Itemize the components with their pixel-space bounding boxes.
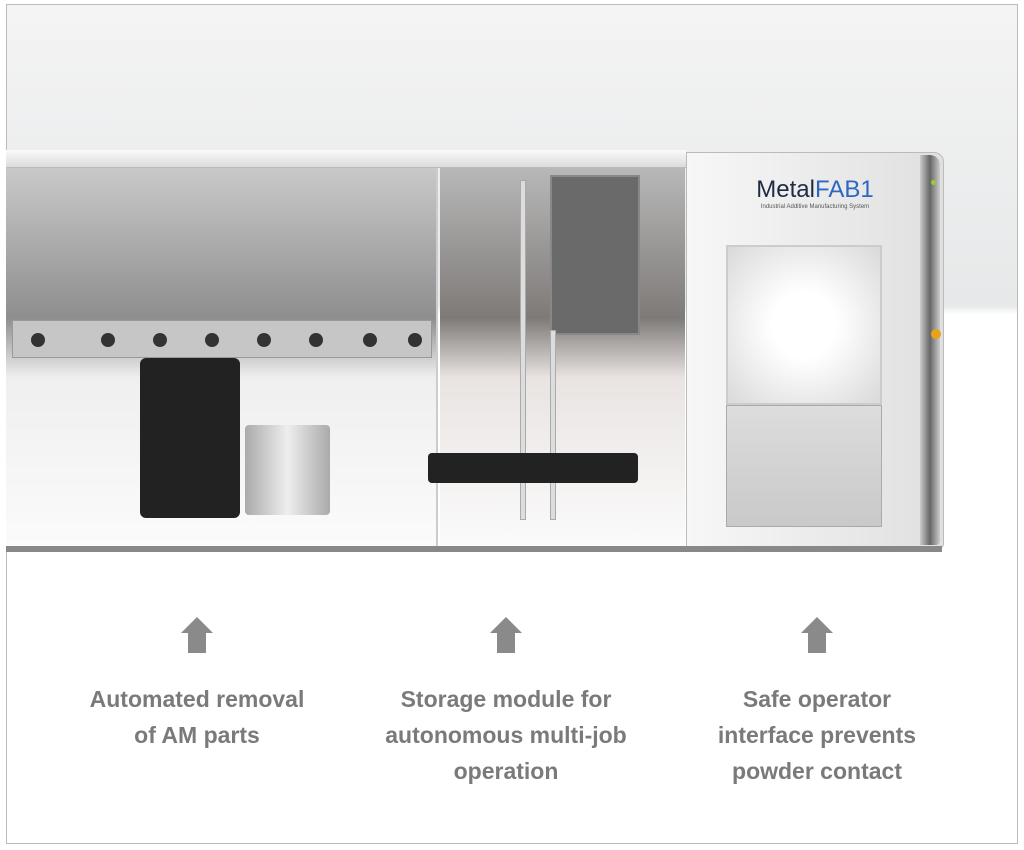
arrow-up-icon — [801, 617, 833, 653]
side-panel — [920, 155, 940, 545]
callout-line: powder contact — [732, 758, 902, 784]
operator-drawer — [726, 405, 882, 527]
callout-line: autonomous multi-job — [385, 722, 627, 748]
callout-operator: Safe operator interface prevents powder … — [677, 615, 957, 789]
arrow-up-icon — [181, 617, 213, 653]
logo-text: Metal — [756, 176, 815, 203]
machine-base — [6, 546, 942, 552]
metalfab-logo: MetalFAB1 Industrial Additive Manufactur… — [740, 176, 890, 210]
status-led — [931, 180, 936, 185]
powder-container — [245, 425, 330, 515]
storage-shelf — [550, 175, 640, 335]
callout-line: operation — [453, 758, 559, 784]
build-chamber-window — [726, 245, 882, 405]
arrow-up-icon — [490, 617, 522, 653]
machine-top-bar — [6, 150, 686, 168]
lift-pole — [550, 330, 556, 520]
gantry-rail — [12, 320, 432, 358]
logo-subtitle: Industrial Additive Manufacturing System — [760, 204, 870, 210]
callout-removal: Automated removal of AM parts — [57, 615, 337, 753]
emergency-stop-button — [931, 329, 941, 339]
lift-pole — [520, 180, 526, 520]
logo-text-accent: FAB1 — [814, 176, 874, 203]
callout-line: of AM parts — [134, 722, 260, 748]
callout-line: Automated removal — [89, 686, 305, 712]
callout-storage: Storage module for autonomous multi-job … — [366, 615, 646, 789]
callout-line: Storage module for — [400, 686, 612, 712]
build-plate-carrier — [428, 453, 638, 483]
robot-gripper — [140, 358, 240, 518]
callout-line: interface prevents — [717, 722, 917, 748]
callout-line: Safe operator — [742, 686, 892, 712]
